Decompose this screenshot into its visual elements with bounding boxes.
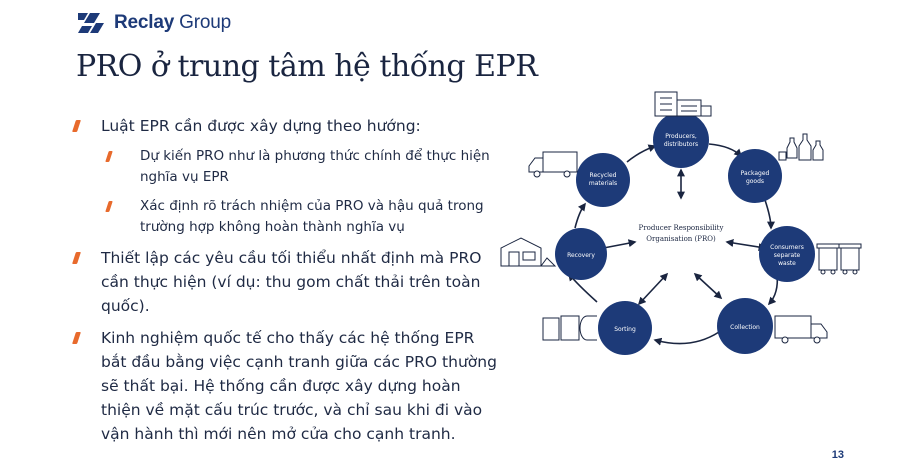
- bullet-text: Luật EPR cần được xây dựng theo hướng:: [101, 117, 421, 135]
- arrow-packaged-consumers: [764, 199, 775, 230]
- node-label: separate: [774, 252, 801, 259]
- bullet-list: Luật EPR cần được xây dựng theo hướng: D…: [72, 114, 499, 454]
- sub-bullet-item: Xác định rõ trách nhiệm của PRO và hậu q…: [105, 196, 499, 238]
- bottles-icon: [778, 133, 824, 161]
- bullet-marker-icon: [105, 201, 113, 212]
- center-label-line2: Organisation (PRO): [646, 235, 716, 243]
- arrow-producers-packaged: [708, 143, 743, 158]
- truck-icon: [528, 151, 578, 178]
- bullet-text: Dự kiến PRO như là phương thức chính để …: [140, 148, 490, 185]
- arrow-recovery-recycled: [574, 202, 586, 229]
- bullet-text: Thiết lập các yêu cầu tối thiểu nhất địn…: [101, 249, 482, 315]
- node-label: Collection: [730, 324, 760, 331]
- node-label: goods: [746, 178, 764, 185]
- node-label: distributors: [664, 141, 698, 148]
- node-label: Sorting: [614, 326, 636, 333]
- slide-title: PRO ở trung tâm hệ thống EPR: [76, 49, 538, 84]
- node-label: Consumers: [770, 244, 804, 251]
- bullet-item: Kinh nghiệm quốc tế cho thấy các hệ thốn…: [72, 326, 499, 446]
- node-producers: Producers, distributors: [653, 112, 709, 168]
- bullet-marker-icon: [105, 151, 113, 162]
- plant-icon: [500, 237, 557, 267]
- spoke-sorting: [637, 272, 669, 306]
- bullet-marker-icon: [72, 252, 81, 264]
- node-label: Packaged: [741, 170, 770, 177]
- bullet-text: Xác định rõ trách nhiệm của PRO và hậu q…: [140, 198, 484, 235]
- arrow-collection-sorting: [653, 331, 720, 346]
- bales-icon: [542, 315, 597, 341]
- bullet-text: Kinh nghiệm quốc tế cho thấy các hệ thốn…: [101, 329, 497, 443]
- node-collection: Collection: [717, 298, 773, 354]
- truck-icon: [774, 315, 828, 344]
- page-number: 13: [831, 449, 844, 461]
- node-label: Producers,: [665, 133, 697, 140]
- logo: Reclay Group: [76, 10, 231, 36]
- spoke-collection: [693, 272, 723, 300]
- node-label: materials: [589, 180, 617, 187]
- bullet-item: Thiết lập các yêu cầu tối thiểu nhất địn…: [72, 246, 499, 318]
- spoke-consumers: [725, 239, 767, 251]
- node-label: Recovery: [567, 252, 595, 259]
- node-sorting: Sorting: [598, 301, 652, 355]
- epr-cycle-diagram: Producer Responsibility Organisation (PR…: [500, 91, 862, 355]
- bullet-item: Luật EPR cần được xây dựng theo hướng:: [72, 114, 499, 138]
- node-packaged-goods: Packaged goods: [728, 149, 782, 203]
- node-label: Recycled: [590, 172, 617, 179]
- bullet-marker-icon: [72, 332, 81, 344]
- logo-text: Reclay Group: [114, 12, 231, 33]
- node-consumers: Consumers separate waste: [759, 226, 815, 282]
- sub-bullet-item: Dự kiến PRO như là phương thức chính để …: [105, 146, 499, 188]
- arrow-recycled-producers: [626, 144, 657, 163]
- node-recovery: Recovery: [555, 228, 607, 280]
- node-recycled-materials: Recycled materials: [576, 153, 630, 207]
- bins-icon: [816, 243, 862, 275]
- bullet-marker-icon: [72, 120, 81, 132]
- node-label: waste: [778, 260, 796, 267]
- reclay-logo-icon: [78, 13, 104, 33]
- center-label: Producer Responsibility: [639, 224, 724, 232]
- factory-icon: [654, 91, 712, 117]
